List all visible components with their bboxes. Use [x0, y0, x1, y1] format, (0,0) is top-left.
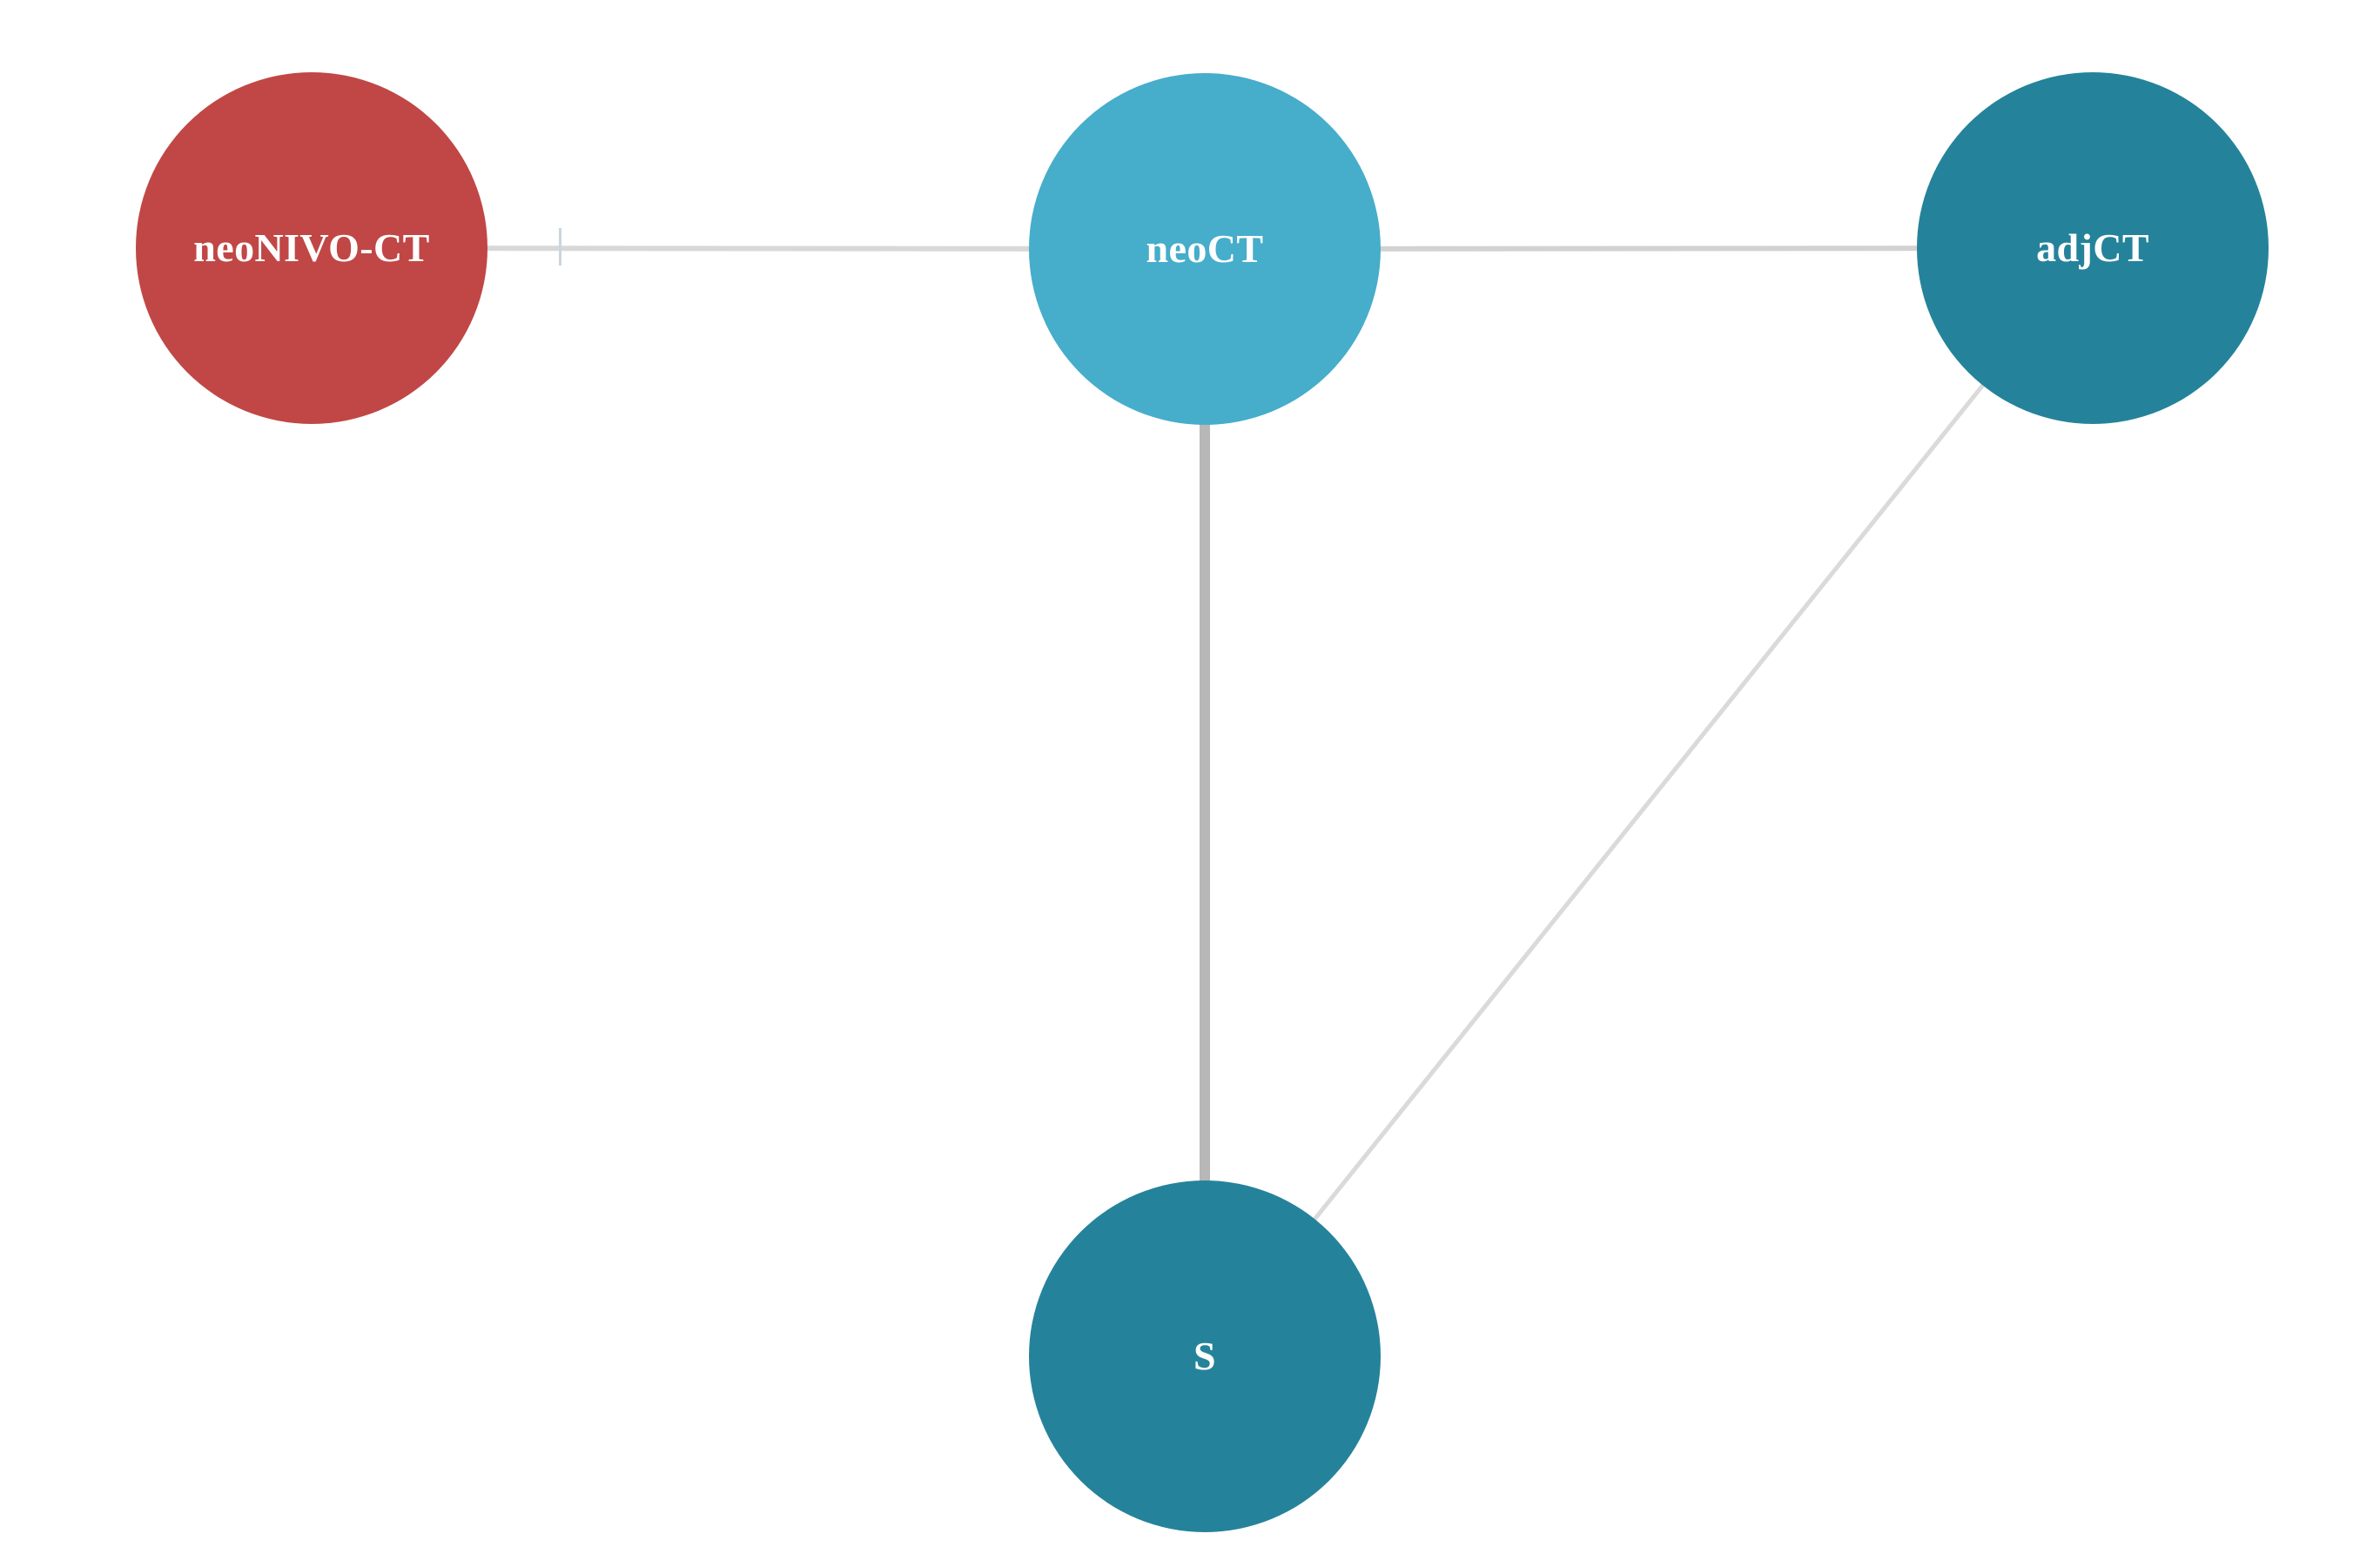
node-label-neonivo-ct: neoNIVO-CT [193, 225, 430, 270]
node-neoct[interactable]: neoCT [1029, 73, 1381, 425]
node-label-neoct: neoCT [1146, 226, 1264, 271]
node-label-s: S [1193, 1334, 1216, 1378]
node-s[interactable]: S [1029, 1180, 1381, 1532]
edge-tick-mark [559, 228, 561, 266]
node-label-adjct: adjCT [2036, 225, 2149, 270]
node-neonivo-ct[interactable]: neoNIVO-CT [136, 72, 487, 424]
edge-s-adjct [1203, 246, 2094, 1358]
node-adjct[interactable]: adjCT [1917, 72, 2269, 424]
